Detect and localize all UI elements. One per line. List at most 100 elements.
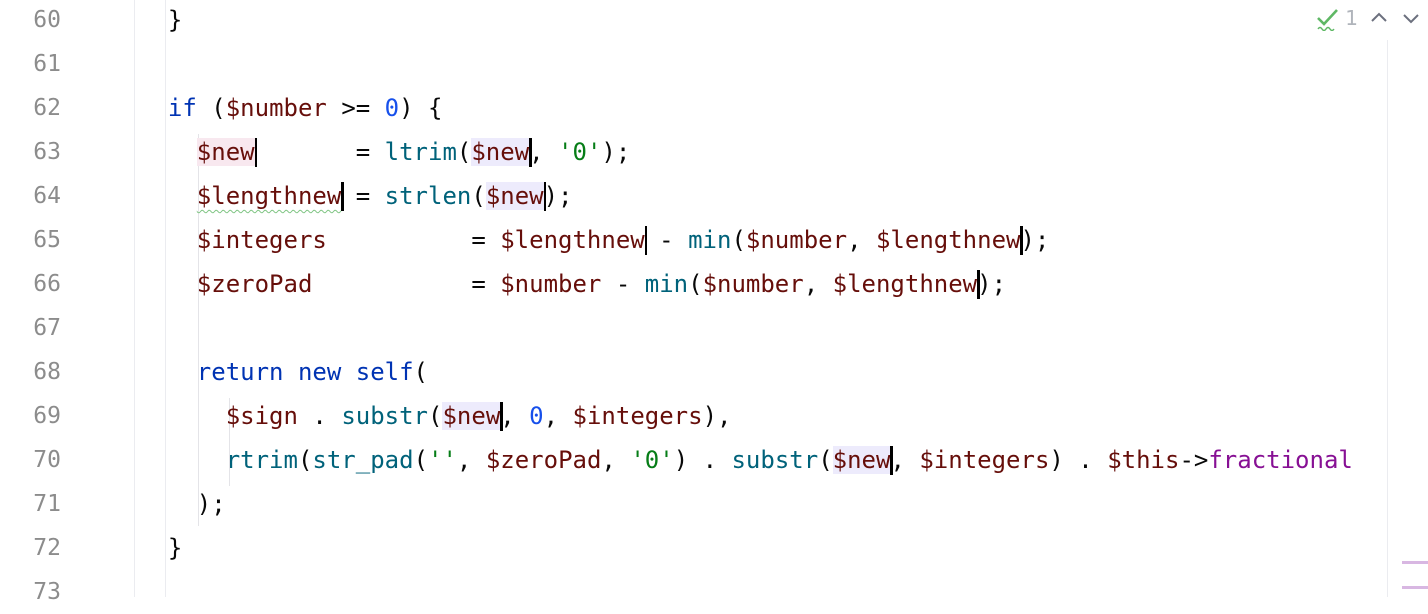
code-token: $number <box>500 270 602 298</box>
code-token: , <box>529 138 559 166</box>
code-line[interactable]: 66 $zeroPad = $number - min($number, $le… <box>0 262 1428 306</box>
line-number: 60 <box>33 7 61 33</box>
code-token: return new self <box>196 358 414 386</box>
error-stripe-mark[interactable] <box>1402 586 1428 589</box>
code-token: rtrim <box>225 446 298 474</box>
code-token: if <box>167 94 197 122</box>
code-text[interactable]: $integers = $lengthnew - min($number, $l… <box>139 218 1049 262</box>
code-token: $integers <box>196 226 327 254</box>
code-token: ); <box>601 138 631 166</box>
error-stripe-mark[interactable] <box>1402 561 1428 564</box>
code-token: 0 <box>384 94 400 122</box>
code-token: str_pad <box>312 446 414 474</box>
code-token: $new <box>196 138 255 166</box>
code-token: min <box>644 270 689 298</box>
line-number-gutter[interactable] <box>0 0 135 597</box>
code-token: , <box>601 446 631 474</box>
code-token: , <box>456 446 486 474</box>
indent <box>139 490 197 518</box>
code-line[interactable]: 67 <box>0 306 1428 350</box>
code-text[interactable]: $sign . substr($new, 0, $integers), <box>139 394 731 438</box>
code-line[interactable]: 70 rtrim(str_pad('', $zeroPad, '0') . su… <box>0 438 1428 482</box>
code-token: ( <box>731 226 746 254</box>
code-text[interactable]: if ($number >= 0) { <box>139 86 443 130</box>
indent <box>139 446 226 474</box>
code-token: ); <box>543 182 573 210</box>
indent-guide <box>198 134 199 526</box>
code-token: $zeroPad <box>196 270 313 298</box>
code-text[interactable]: } <box>139 0 182 42</box>
code-token: ); <box>1020 226 1050 254</box>
code-token: - <box>644 226 689 254</box>
code-token: $zeroPad <box>485 446 602 474</box>
code-line[interactable]: 65 $integers = $lengthnew - min($number,… <box>0 218 1428 262</box>
indent <box>139 402 226 430</box>
code-token: $integers <box>919 446 1050 474</box>
code-token: $new <box>832 446 891 474</box>
chevron-up-icon[interactable] <box>1368 7 1390 29</box>
code-token: , <box>803 270 833 298</box>
code-line[interactable]: 62 if ($number >= 0) { <box>0 86 1428 130</box>
code-line[interactable]: 72 } <box>0 526 1428 570</box>
line-number: 63 <box>33 139 61 165</box>
indent-guide <box>229 398 230 486</box>
code-line[interactable]: 61 <box>0 42 1428 86</box>
inspection-check-icon[interactable] <box>1315 5 1341 31</box>
code-text[interactable]: rtrim(str_pad('', $zeroPad, '0') . subst… <box>139 438 1353 482</box>
indent <box>139 226 197 254</box>
code-text[interactable]: $new = ltrim($new, '0'); <box>139 130 630 174</box>
code-token: substr <box>341 402 429 430</box>
code-token: $new <box>485 182 544 210</box>
chevron-down-icon[interactable] <box>1400 7 1422 29</box>
code-token: $number <box>702 270 804 298</box>
code-line[interactable]: 69 $sign . substr($new, 0, $integers), <box>0 394 1428 438</box>
line-number: 72 <box>33 535 61 561</box>
code-token: - <box>601 270 645 298</box>
code-token: = <box>341 182 385 210</box>
code-token: = <box>254 138 385 166</box>
code-token: ); <box>977 270 1007 298</box>
code-token: ( <box>413 446 429 474</box>
code-token: '0' <box>630 446 674 474</box>
line-number: 70 <box>33 447 61 473</box>
code-token: . <box>297 402 342 430</box>
code-line[interactable]: 64 $lengthnew = strlen($new); <box>0 174 1428 218</box>
indent <box>139 94 168 122</box>
code-token: = <box>326 226 501 254</box>
code-text[interactable]: $lengthnew = strlen($new); <box>139 174 573 218</box>
line-number: 73 <box>33 579 61 605</box>
code-token: ), <box>702 402 732 430</box>
code-line[interactable]: 63 $new = ltrim($new, '0'); <box>0 130 1428 174</box>
line-number: 67 <box>33 315 61 341</box>
code-token: ( <box>471 182 486 210</box>
code-token: ( <box>297 446 313 474</box>
code-line[interactable]: 71 ); <box>0 482 1428 526</box>
line-number: 65 <box>33 227 61 253</box>
code-line[interactable]: 68 return new self( <box>0 350 1428 394</box>
text-caret <box>977 270 980 299</box>
indent <box>139 138 197 166</box>
code-text[interactable]: ); <box>139 482 226 526</box>
line-number: 61 <box>33 51 61 77</box>
code-line[interactable]: 60 } <box>0 0 1428 42</box>
code-token: '' <box>428 446 457 474</box>
indent <box>139 6 168 34</box>
code-text[interactable]: } <box>139 526 182 570</box>
code-token: '0' <box>558 138 602 166</box>
code-token: } <box>167 534 183 562</box>
code-token: 0 <box>529 402 544 430</box>
text-caret <box>500 402 503 431</box>
code-line[interactable]: 73 <box>0 570 1428 614</box>
code-token: substr <box>731 446 819 474</box>
code-token: $lengthnew <box>196 182 342 210</box>
code-token: ( <box>428 402 443 430</box>
line-number: 68 <box>33 359 61 385</box>
code-token: strlen <box>384 182 472 210</box>
code-text[interactable]: return new self( <box>139 350 428 394</box>
code-token: $number <box>745 226 848 254</box>
inspection-count: 1 <box>1345 6 1358 30</box>
code-text[interactable]: $zeroPad = $number - min($number, $lengt… <box>139 262 1006 306</box>
right-margin-guide <box>1387 40 1388 597</box>
code-token: ( <box>196 94 226 122</box>
inspection-widget[interactable]: 1 <box>1272 0 1428 36</box>
